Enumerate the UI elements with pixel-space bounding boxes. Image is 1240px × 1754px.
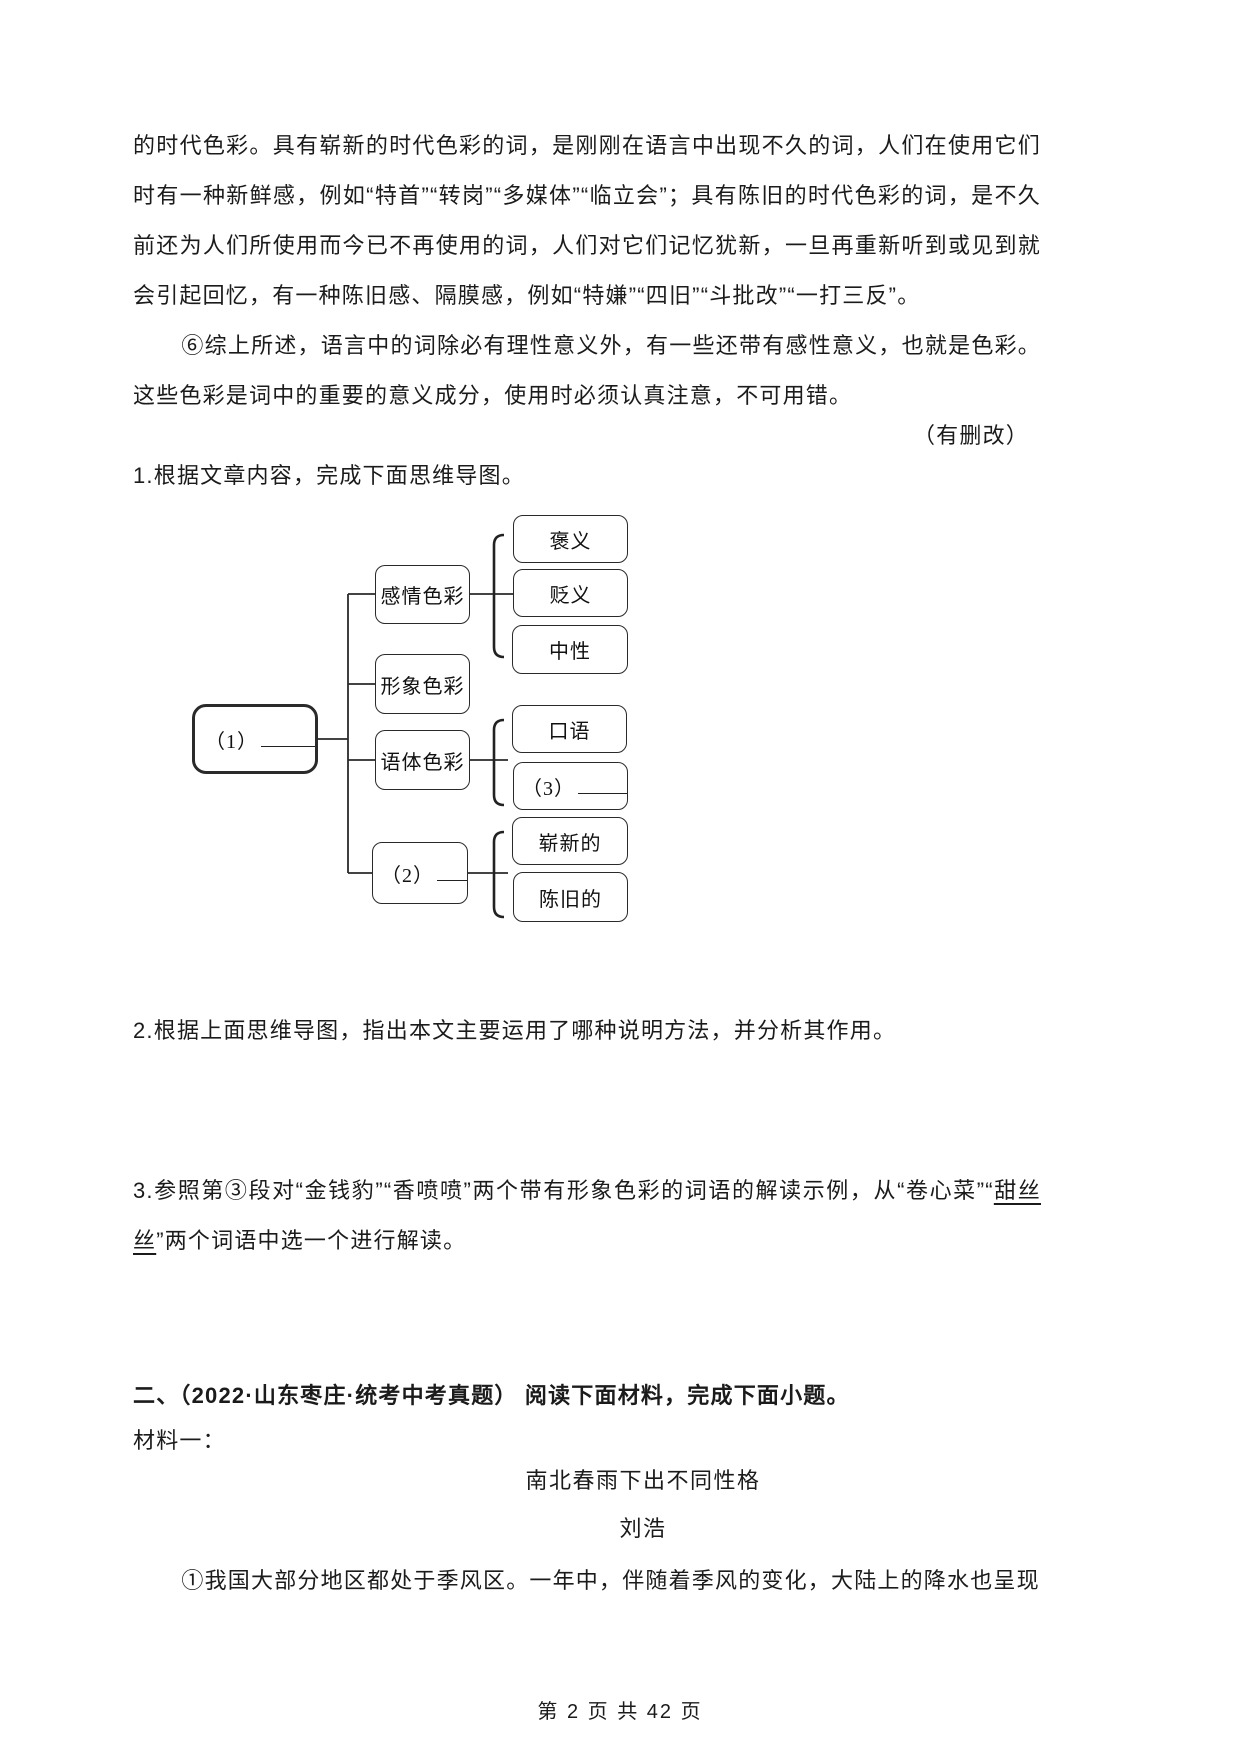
- mindmap-connectors: [318, 533, 514, 919]
- question-1-label: 1.根据文章内容，完成下面思维导图。: [133, 463, 525, 488]
- question-2-label: 2.根据上面思维导图，指出本文主要运用了哪种说明方法，并分析其作用。: [133, 1018, 897, 1043]
- page-footer: 第 2 页 共 42 页: [537, 1701, 703, 1723]
- material-1-label: 材料一：: [133, 1428, 226, 1453]
- root-blank-prefix: （1）: [205, 730, 258, 753]
- question-3-text-post: ”两个词语中选一个进行解读。: [156, 1228, 467, 1253]
- article-continuation-paragraph: 的时代色彩。具有崭新的时代色彩的词，是刚刚在语言中出现不久的词，人们在使用它们时…: [133, 133, 1041, 308]
- branch-blank-prefix: （2）: [381, 864, 434, 887]
- article-paragraph-6: ⑥综上所述，语言中的词除必有理性意义外，有一些还带有感性意义，也就是色彩。这些色…: [133, 333, 1041, 408]
- mindmap-branch-stylistic-color: 语体色彩: [375, 730, 470, 790]
- fill-blank-line: [261, 731, 315, 747]
- question-3-underlined-term: 甜丝丝: [133, 1178, 1041, 1253]
- fill-blank-line: [578, 778, 627, 794]
- mindmap-leaf-derogatory: 贬义: [513, 569, 628, 617]
- mindmap-leaf-blank-3: （3）: [513, 762, 628, 810]
- mindmap-branch-emotional-color: 感情色彩: [375, 565, 470, 624]
- mindmap-leaf-colloquial: 口语: [512, 705, 627, 753]
- question-3-label: 3.参照第③段对“金钱豹”“香喷喷”两个带有形象色彩的词语的解读示例，从“卷心菜…: [133, 1166, 1041, 1266]
- mindmap-branch-image-color: 形象色彩: [375, 654, 470, 714]
- mindmap-leaf-commendatory: 褒义: [513, 515, 628, 563]
- mindmap-leaf-brand-new: 崭新的: [512, 817, 628, 865]
- mindmap-diagram: （1） 感情色彩 形象色彩 语体色彩 （2） 褒义 贬义 中性 口语 （3） 崭…: [170, 497, 650, 937]
- section-2-heading: 二、（2022·山东枣庄·统考中考真题） 阅读下面材料，完成下面小题。: [133, 1383, 850, 1408]
- brace-emotion-children: [492, 533, 505, 659]
- fill-blank-line: [437, 865, 467, 881]
- question-3-text-pre: 3.参照第③段对“金钱豹”“香喷喷”两个带有形象色彩的词语的解读示例，从“卷心菜…: [133, 1178, 994, 1203]
- material-paragraph-1: ①我国大部分地区都处于季风区。一年中，伴随着季风的变化，大陆上的降水也呈现: [181, 1568, 1040, 1593]
- deletion-note: （有删改）: [912, 423, 1029, 448]
- material-title: 南北春雨下出不同性格: [525, 1468, 761, 1493]
- leaf-blank-prefix: （3）: [522, 777, 575, 800]
- brace-style-children: [492, 718, 505, 807]
- mindmap-root-node: （1）: [192, 704, 318, 774]
- mindmap-branch-blank-2: （2）: [372, 842, 468, 904]
- material-author: 刘浩: [619, 1516, 667, 1541]
- mindmap-leaf-neutral: 中性: [512, 625, 628, 674]
- brace-blank2-children: [492, 830, 505, 919]
- mindmap-leaf-outdated: 陈旧的: [513, 872, 628, 922]
